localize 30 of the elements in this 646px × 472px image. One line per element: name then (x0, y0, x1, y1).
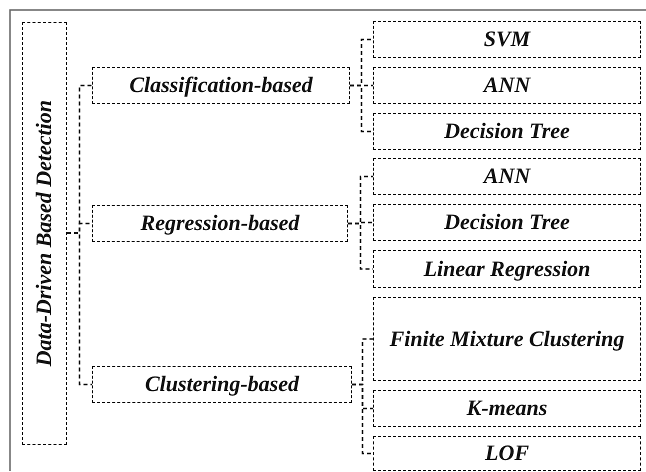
node-label: Classification-based (129, 71, 313, 100)
node-label: Regression-based (140, 209, 300, 238)
connector-line (348, 222, 373, 270)
category-box (92, 67, 350, 104)
category-box (373, 67, 641, 104)
node-label: SVM (484, 25, 530, 54)
node-label: Data-Driven Based Detection (31, 100, 58, 367)
connector-line (67, 232, 92, 386)
root-box (22, 22, 67, 445)
category-box (373, 113, 641, 150)
node-label: K-means (466, 394, 548, 422)
connector-line (352, 384, 373, 454)
connector-line (350, 84, 373, 132)
category-box (373, 158, 641, 195)
node-label: Clustering-based (144, 370, 300, 398)
category-box (373, 21, 641, 58)
category-box (373, 390, 641, 427)
node-label: Linear Regression (424, 254, 590, 283)
node-label: Finite Mixture Clustering (390, 324, 624, 353)
node-label: ANN (484, 162, 530, 190)
category-box (373, 204, 641, 241)
category-box (373, 297, 641, 381)
node-label: Decision Tree (444, 208, 570, 236)
category-box (373, 250, 641, 288)
category-box (92, 366, 352, 403)
category-box (373, 436, 641, 471)
node-label: Decision Tree (444, 117, 570, 146)
node-label: ANN (484, 71, 530, 100)
category-box (92, 205, 348, 242)
node-label: LOF (485, 439, 529, 468)
